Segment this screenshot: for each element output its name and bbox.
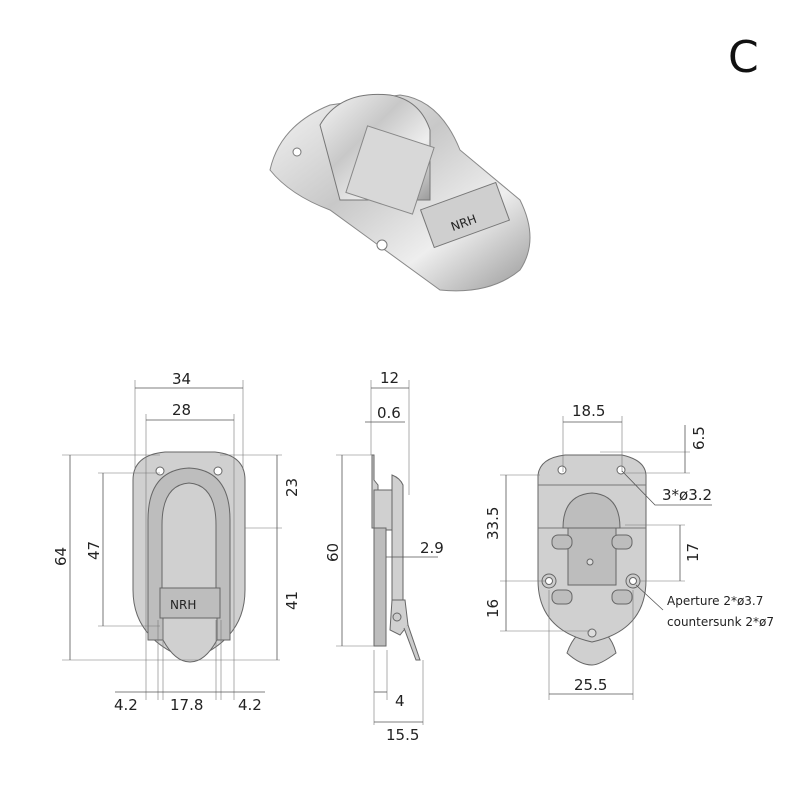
dim-34: 34 — [172, 370, 191, 388]
side-view: 12 0.6 60 2.9 4 15.5 — [324, 369, 444, 744]
dim-33-5: 33.5 — [484, 507, 502, 540]
countersunk-note: countersunk 2*ø7 — [667, 615, 774, 629]
dim-4: 4 — [395, 692, 405, 710]
dim-17: 17 — [684, 543, 702, 562]
dim-4-2-right: 4.2 — [238, 696, 262, 714]
dim-0-6: 0.6 — [377, 404, 401, 422]
back-view: 18.5 6.5 3*ø3.2 33.5 17 16 Aperture 2*ø3… — [484, 402, 774, 700]
dim-28: 28 — [172, 401, 191, 419]
dim-12: 12 — [380, 369, 399, 387]
variant-label: C — [728, 32, 759, 83]
dim-6-5: 6.5 — [690, 426, 708, 450]
dim-64: 64 — [52, 547, 70, 566]
dim-2-9: 2.9 — [420, 539, 444, 557]
front-view: NRH 34 28 64 47 23 41 4.2 17.8 4.2 — [52, 370, 301, 714]
dim-23: 23 — [283, 478, 301, 497]
dim-18-5: 18.5 — [572, 402, 605, 420]
dim-47: 47 — [85, 541, 103, 560]
aperture-note: Aperture 2*ø3.7 — [667, 594, 763, 608]
dim-25-5: 25.5 — [574, 676, 607, 694]
dim-15-5: 15.5 — [386, 726, 419, 744]
product-photo: NRH — [269, 93, 531, 292]
dim-41: 41 — [283, 591, 301, 610]
dim-16: 16 — [484, 599, 502, 618]
dim-4-2-left: 4.2 — [114, 696, 138, 714]
dim-60: 60 — [324, 543, 342, 562]
dim-17-8: 17.8 — [170, 696, 203, 714]
top-holes-note: 3*ø3.2 — [662, 486, 712, 504]
svg-text:NRH: NRH — [170, 598, 196, 612]
